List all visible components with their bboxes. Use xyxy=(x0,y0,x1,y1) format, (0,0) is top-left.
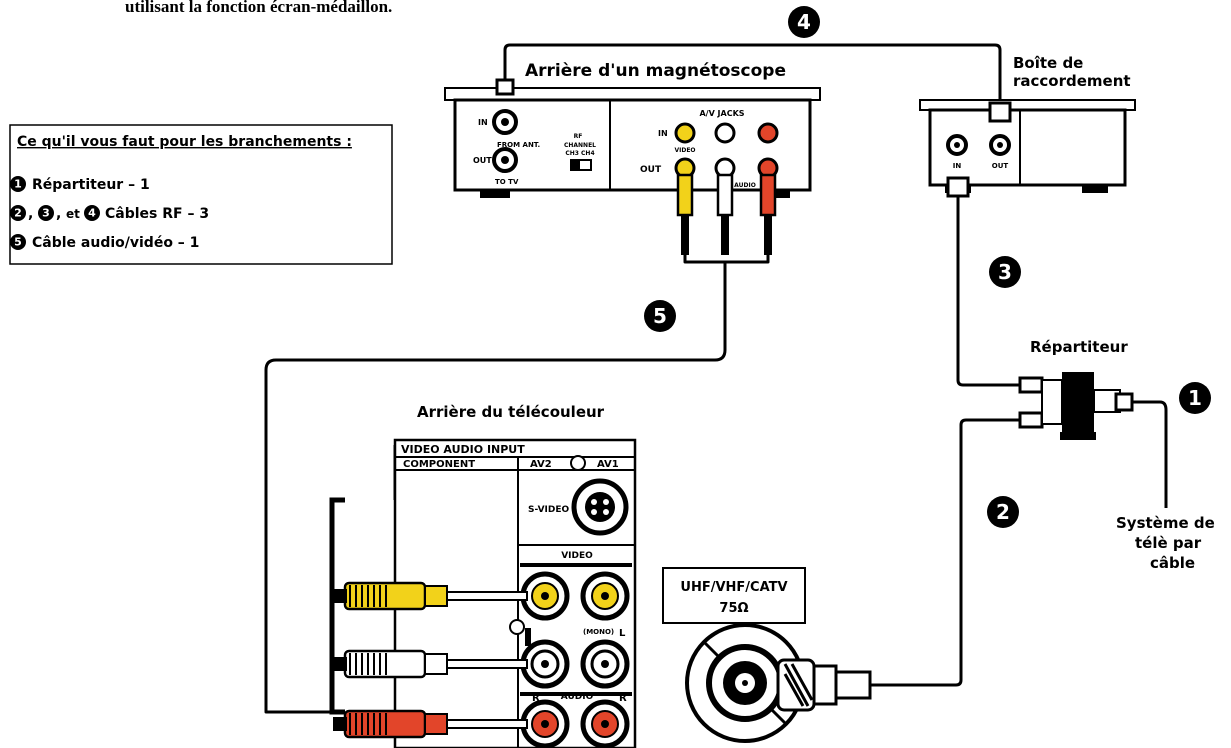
svg-text:(MONO): (MONO) xyxy=(583,628,614,636)
svg-text:5: 5 xyxy=(653,304,667,328)
svg-text:A/V JACKS: A/V JACKS xyxy=(699,109,744,118)
svg-text:AV2: AV2 xyxy=(530,459,552,470)
uhf-label-box: UHF/VHF/CATV 75Ω xyxy=(662,567,806,624)
svg-text:AV1: AV1 xyxy=(597,459,619,470)
cable-system-line2: télè par xyxy=(1135,534,1202,552)
svg-text:2: 2 xyxy=(996,500,1010,524)
svg-text:CH3 CH4: CH3 CH4 xyxy=(565,150,594,157)
svg-text:IN: IN xyxy=(478,118,488,127)
antenna-jack xyxy=(685,623,805,743)
cable-system-line1: Système de xyxy=(1116,514,1215,532)
rf-cable-3 xyxy=(956,190,1020,387)
splitter-label: Répartiteur xyxy=(1030,338,1128,356)
svg-text:IN: IN xyxy=(953,162,962,170)
box-label-line2: raccordement xyxy=(1013,72,1131,90)
svg-text:,: , xyxy=(28,206,33,222)
svg-text:R: R xyxy=(619,693,627,704)
svg-text:OUT: OUT xyxy=(640,165,662,175)
svg-text:3: 3 xyxy=(998,260,1012,284)
svg-text:UHF/VHF/CATV: UHF/VHF/CATV xyxy=(680,580,787,595)
converter-box: IN OUT xyxy=(919,99,1136,198)
rf-cable-2 xyxy=(870,418,1020,687)
svg-text:et: et xyxy=(66,207,80,221)
tv-rear-label: Arrière du télécouleur xyxy=(417,403,605,421)
svg-text:S-VIDEO: S-VIDEO xyxy=(528,505,569,515)
svg-text:75Ω: 75Ω xyxy=(719,601,748,616)
svg-text:OUT: OUT xyxy=(992,162,1009,170)
svg-text:COMPONENT: COMPONENT xyxy=(403,459,475,470)
svg-text:3: 3 xyxy=(42,207,50,220)
svg-text:2: 2 xyxy=(14,207,22,220)
svg-text:1: 1 xyxy=(1188,386,1202,410)
svg-text:R: R xyxy=(532,693,540,704)
svg-text:FROM ANT.: FROM ANT. xyxy=(497,141,540,149)
av-cable-bundle-tv xyxy=(329,497,345,715)
tv-panel-title: VIDEO AUDIO INPUT xyxy=(401,443,525,456)
splitter xyxy=(1018,372,1134,440)
f-connector-plug xyxy=(776,658,872,712)
marker-2: 2 xyxy=(987,496,1019,528)
marker-4: 4 xyxy=(788,6,820,38)
header-text: utilisant la fonction écran-médaillon. xyxy=(125,0,392,16)
cable-system-line xyxy=(1130,400,1168,508)
svg-text:AUDIO: AUDIO xyxy=(561,692,594,702)
svg-text:1: 1 xyxy=(14,178,22,191)
requirements-title: Ce qu'il vous faut pour les branchements… xyxy=(17,134,352,150)
svg-text:OUT: OUT xyxy=(473,156,492,165)
av-cable-5 xyxy=(264,255,770,714)
marker-5: 5 xyxy=(644,300,676,332)
svg-text:IN: IN xyxy=(658,129,668,138)
requirement-item: Répartiteur – 1 xyxy=(32,177,150,193)
svg-text:TO TV: TO TV xyxy=(495,178,519,186)
svg-text:VIDEO: VIDEO xyxy=(561,551,593,561)
marker-3: 3 xyxy=(989,256,1021,288)
requirement-item: Câbles RF – 3 xyxy=(105,206,209,222)
svg-text:4: 4 xyxy=(88,207,96,220)
svg-text:RF: RF xyxy=(574,133,583,140)
rf-cable-4 xyxy=(503,43,1002,108)
svg-text:AUDIO: AUDIO xyxy=(734,182,756,189)
vcr-rear-label: Arrière d'un magnétoscope xyxy=(525,61,786,81)
svg-text:VIDEO: VIDEO xyxy=(674,147,695,154)
cable-system-line3: câble xyxy=(1150,554,1195,572)
box-label-line1: Boîte de xyxy=(1013,54,1083,72)
tv-av-plugs xyxy=(333,581,528,739)
vcr-av-plugs xyxy=(676,173,777,255)
svg-text:L: L xyxy=(619,628,626,639)
svg-text:CHANNEL: CHANNEL xyxy=(564,142,596,149)
requirements-box: Ce qu'il vous faut pour les branchements… xyxy=(9,124,393,265)
requirement-item: Câble audio/vidéo – 1 xyxy=(32,235,199,251)
svg-text:,: , xyxy=(56,206,61,222)
marker-1: 1 xyxy=(1179,382,1211,414)
svg-text:4: 4 xyxy=(797,10,811,34)
svg-text:5: 5 xyxy=(14,236,22,249)
